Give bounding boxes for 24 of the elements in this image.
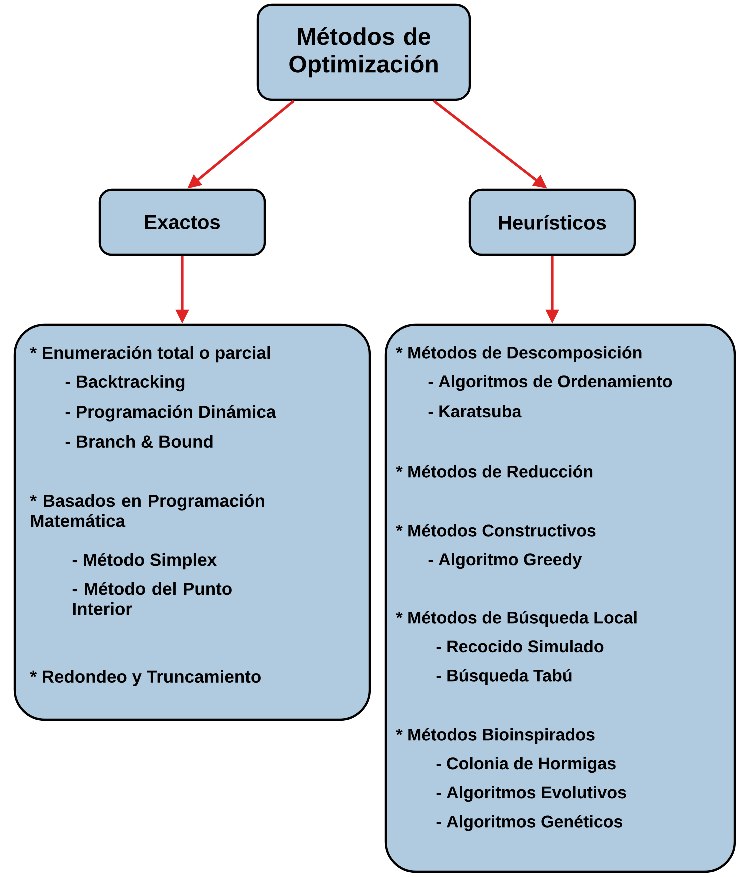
list-item: * Métodos Bioinspirados: [396, 728, 595, 744]
list-item: - Karatsuba: [428, 405, 522, 418]
list-item: * Métodos de Descomposición: [396, 346, 642, 362]
list-item: - Branch & Bound: [66, 435, 213, 448]
list-item: * Métodos de Reducción: [396, 465, 593, 478]
list-item: - Búsqueda Tabú: [436, 669, 572, 686]
title-box: Exactos: [98, 188, 266, 256]
list-item: * Métodos Constructivos: [396, 524, 596, 537]
list-item: - Colonia de Hormigas: [436, 757, 616, 774]
list-item: * Métodos de Búsqueda Local: [396, 611, 637, 628]
list-item: - Método del Punto Interior: [72, 582, 232, 616]
list-item: - Método Simplex: [72, 553, 217, 570]
title-box: Heurísticos: [468, 188, 636, 256]
list-item: - Recocido Simulado: [436, 640, 604, 653]
list-item: - Backtracking: [66, 375, 185, 392]
list-item: - Algoritmos Genéticos: [436, 815, 623, 832]
list-item: - Algoritmo Greedy: [428, 553, 582, 570]
list-item: * Enumeración total o parcial: [30, 346, 270, 363]
list-item: * Basados en Programación Matemática: [30, 494, 264, 528]
list-item: - Algoritmos de Ordenamiento: [428, 375, 672, 392]
list-item: - Algoritmos Evolutivos: [436, 786, 626, 802]
list-item: - Programación Dinámica: [66, 405, 276, 422]
title-box: Métodos de Optimización: [256, 4, 472, 102]
list-item: * Redondeo y Truncamiento: [30, 670, 261, 687]
